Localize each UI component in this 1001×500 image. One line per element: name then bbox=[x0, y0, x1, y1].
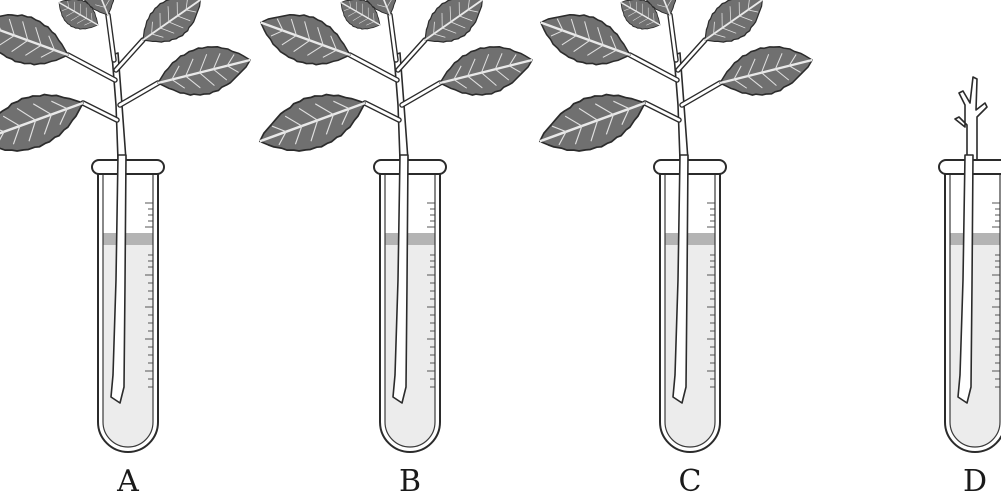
label-d: D bbox=[963, 464, 987, 499]
label-c: C bbox=[679, 464, 702, 499]
test-tube-d bbox=[939, 155, 1001, 452]
setup-b: B bbox=[251, 0, 538, 499]
label-b: B bbox=[399, 464, 421, 499]
test-tube-a bbox=[92, 155, 164, 452]
test-tube-c bbox=[654, 155, 726, 452]
setup-d: D bbox=[939, 77, 1001, 499]
setup-c: C bbox=[531, 0, 818, 499]
leafy-shoot-b bbox=[251, 0, 538, 166]
test-tube-b bbox=[374, 155, 446, 452]
bare-stem-d bbox=[955, 77, 987, 160]
label-a: A bbox=[116, 464, 139, 499]
setup-a: A bbox=[0, 0, 256, 499]
leafy-shoot-a bbox=[0, 0, 256, 166]
leafy-shoot-c bbox=[531, 0, 818, 166]
